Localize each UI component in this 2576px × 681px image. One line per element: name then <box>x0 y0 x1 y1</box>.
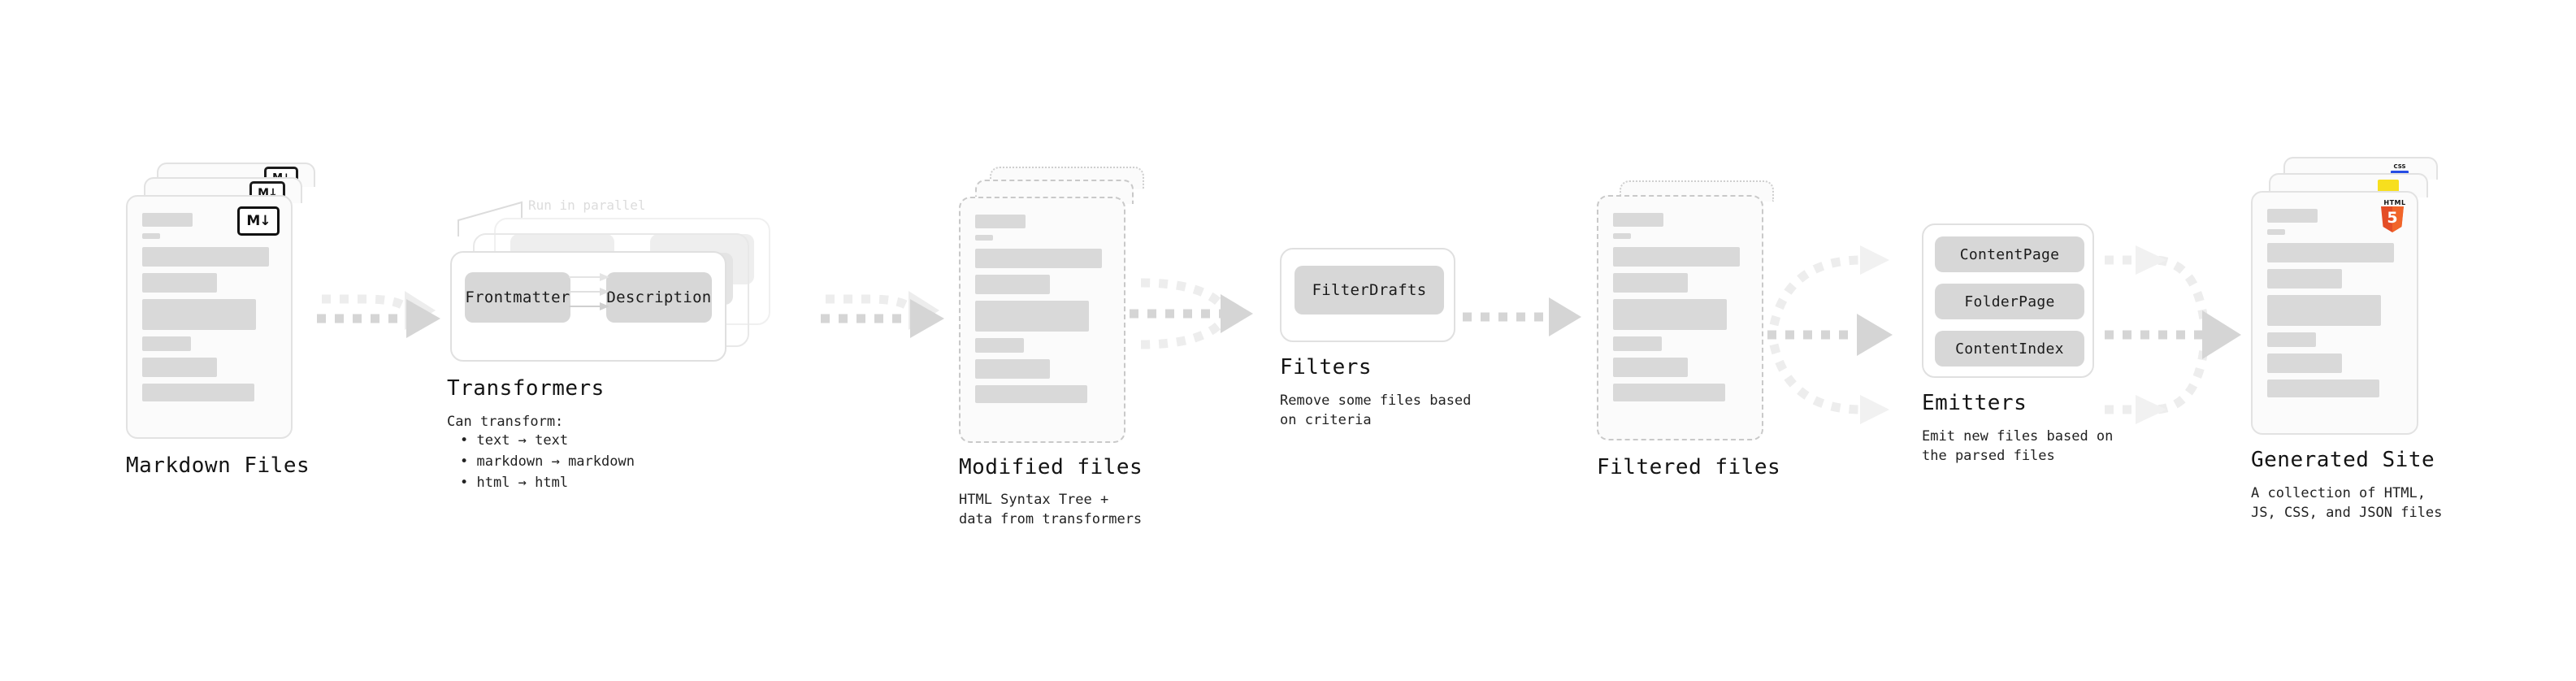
skeleton-bar <box>1613 213 1663 227</box>
skeleton-bar <box>975 359 1050 379</box>
skeleton-bar <box>142 358 217 377</box>
skeleton-bar <box>2267 269 2342 288</box>
skeleton-bar <box>975 338 1024 353</box>
markdown-badge: M↓ <box>237 206 280 236</box>
stage-filters: FilterDrafts Filters Remove some files b… <box>1280 248 1507 492</box>
filters-subtitle: Remove some files based on criteria <box>1280 393 1472 428</box>
transformers-bullets: • text → text • markdown → markdown • ht… <box>447 430 635 493</box>
emitter-pill-contentindex[interactable]: ContentIndex <box>1935 331 2084 367</box>
stage-markdown-files: M↓ M↓ M↓ Markdown Files <box>126 163 337 504</box>
skeleton-bar <box>975 385 1087 403</box>
html5-icon: HTML 5 <box>2381 199 2409 232</box>
skeleton-bar <box>1613 336 1662 351</box>
skeleton-bar <box>2267 332 2316 347</box>
connector-transformers-to-modified <box>821 291 944 338</box>
skeleton-bar <box>142 299 256 330</box>
html5-shield: 5 <box>2381 206 2404 232</box>
skeleton-bar <box>975 301 1089 332</box>
connector-filtered-to-emitters <box>1767 245 1893 424</box>
skeleton-bar <box>975 235 993 241</box>
bullet-text: text → text <box>476 432 569 449</box>
caption-filters: Filters <box>1280 355 1373 380</box>
skeleton-bar <box>142 247 269 267</box>
modified-files-subtitle: HTML Syntax Tree + data from transformer… <box>959 492 1143 527</box>
filters-card: FilterDrafts <box>1280 248 1455 342</box>
skeleton-bar <box>2267 243 2394 262</box>
emitter-pill-folderpage[interactable]: FolderPage <box>1935 284 2084 319</box>
bullet-text: html → html <box>476 475 569 491</box>
skeleton-bar <box>142 384 254 401</box>
generated-site-subtitle: A collection of HTML, JS, CSS, and JSON … <box>2251 485 2443 521</box>
skeleton-bar <box>1613 233 1631 239</box>
html5-label: HTML <box>2383 199 2406 206</box>
skeleton-bar <box>1613 273 1688 293</box>
caption-generated-site: Generated Site <box>2251 448 2435 472</box>
filter-pill-filterdrafts[interactable]: FilterDrafts <box>1295 266 1444 314</box>
bullet-item: • markdown → markdown <box>460 453 635 470</box>
transformer-pill-description[interactable]: Description <box>606 272 712 323</box>
bullet-item: • text → text <box>460 432 569 449</box>
css-badge-label: CSS <box>2393 163 2406 170</box>
modified-card-front <box>959 197 1125 443</box>
skeleton-bar <box>142 336 191 351</box>
caption-transformers: Transformers <box>447 376 605 401</box>
bullet-item: • html → html <box>460 475 569 491</box>
caption-modified-files: Modified files <box>959 455 1143 479</box>
skeleton-bar <box>975 215 1026 228</box>
run-in-parallel-bracket <box>458 201 523 236</box>
stage-transformers: Run in parallel Frontmatter Description … <box>447 191 870 500</box>
skeleton-bar <box>2267 209 2318 223</box>
skeleton-bar <box>1613 247 1740 267</box>
stage-generated-site: CSS HTML 5 Generated Site A collection o… <box>2251 157 2511 521</box>
skeleton-bar <box>2267 354 2342 373</box>
connector-filters-to-filtered <box>1463 297 1581 336</box>
caption-emitters: Emitters <box>1922 391 2027 415</box>
filtered-card-front <box>1597 195 1763 440</box>
skeleton-bar <box>142 213 193 227</box>
transformers-subtitle: Can transform: <box>447 414 564 430</box>
js-badge <box>2378 180 2399 193</box>
bullet-text: markdown → markdown <box>476 453 635 470</box>
skeleton-bar <box>1613 384 1725 401</box>
skeleton-bar <box>142 273 217 293</box>
stage-modified-files: Modified files HTML Syntax Tree + data f… <box>959 167 1186 527</box>
emitters-card: ContentPage FolderPage ContentIndex <box>1922 223 2094 378</box>
markdown-card-front: M↓ <box>126 195 293 439</box>
stage-emitters: ContentPage FolderPage ContentIndex Emit… <box>1922 223 2166 492</box>
html5-five: 5 <box>2387 208 2398 227</box>
site-card-front: HTML 5 <box>2251 191 2418 435</box>
skeleton-bar <box>975 275 1050 294</box>
skeleton-bar <box>2267 380 2379 397</box>
caption-filtered-files: Filtered files <box>1597 455 1781 479</box>
emitters-subtitle: Emit new files based on the parsed files <box>1922 428 2114 464</box>
skeleton-bar <box>975 249 1102 268</box>
stage-filtered-files: Filtered files <box>1597 180 1824 522</box>
connector-emitters-to-site <box>2105 245 2241 424</box>
run-in-parallel-label: Run in parallel <box>528 197 646 213</box>
skeleton-bar <box>2267 295 2381 326</box>
caption-markdown-files: Markdown Files <box>126 453 310 478</box>
skeleton-bar <box>1613 299 1727 330</box>
connector-markdown-to-transformers <box>317 291 440 338</box>
skeleton-bar <box>142 233 160 239</box>
transformer-inner-arrows <box>569 273 609 310</box>
skeleton-bar <box>1613 358 1688 377</box>
transformer-pill-frontmatter[interactable]: Frontmatter <box>465 272 570 323</box>
connector-modified-to-filters <box>1130 278 1253 349</box>
skeleton-bar <box>2267 229 2285 235</box>
emitter-pill-contentpage[interactable]: ContentPage <box>1935 236 2084 272</box>
